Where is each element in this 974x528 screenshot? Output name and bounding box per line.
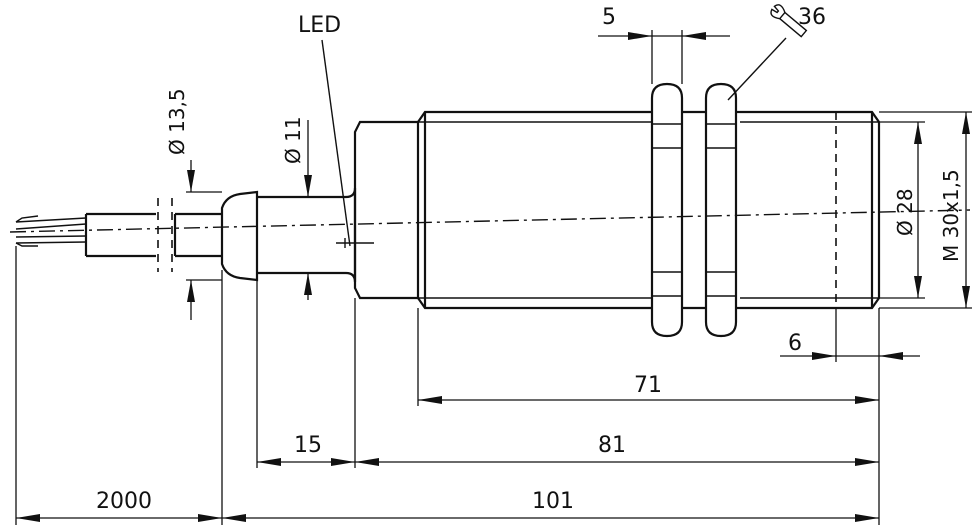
nut-2 bbox=[704, 82, 738, 338]
flange bbox=[353, 120, 420, 300]
cable-wires bbox=[15, 215, 87, 247]
dim-label-36: 36 bbox=[798, 5, 826, 30]
dim-nut-width: 5 bbox=[598, 5, 730, 84]
dim-label-2000: 2000 bbox=[96, 489, 152, 514]
nut-gap bbox=[682, 110, 740, 310]
dim-label-81: 81 bbox=[598, 433, 626, 458]
cable bbox=[84, 212, 222, 258]
dim-label-thread: M 30x1,5 bbox=[939, 169, 963, 262]
dim-thread: M 30x1,5 bbox=[879, 111, 972, 309]
dim-label-d11: Ø 11 bbox=[281, 116, 305, 164]
cable-break-marks bbox=[157, 198, 173, 272]
led-label: LED bbox=[298, 13, 341, 38]
wrench-icon bbox=[770, 4, 808, 38]
dim-2000-101: 2000 101 bbox=[15, 246, 879, 525]
nut-1 bbox=[650, 82, 684, 338]
dim-label-101: 101 bbox=[532, 489, 574, 514]
dim-label-5: 5 bbox=[602, 5, 616, 30]
dim-dia-11: Ø 11 bbox=[281, 116, 312, 300]
led-callout: LED bbox=[298, 13, 351, 247]
rear-housing bbox=[257, 187, 357, 283]
dim-dia-28: Ø 28 bbox=[879, 121, 925, 299]
dim-label-d28: Ø 28 bbox=[893, 188, 917, 236]
dim-label-71: 71 bbox=[634, 373, 662, 398]
dim-thread-end: 6 bbox=[780, 308, 920, 362]
center-line bbox=[9, 209, 971, 233]
threaded-body bbox=[417, 110, 881, 310]
dim-15-81: 15 81 bbox=[256, 280, 879, 468]
dim-label-d13-5: Ø 13,5 bbox=[165, 88, 189, 155]
dim-thread-length: 71 bbox=[417, 308, 880, 525]
dim-label-15: 15 bbox=[294, 433, 322, 458]
dim-dia-13-5: Ø 13,5 bbox=[165, 88, 222, 320]
strain-relief bbox=[220, 190, 259, 282]
dim-label-6: 6 bbox=[788, 331, 802, 356]
dim-wrench: 36 bbox=[727, 4, 826, 101]
